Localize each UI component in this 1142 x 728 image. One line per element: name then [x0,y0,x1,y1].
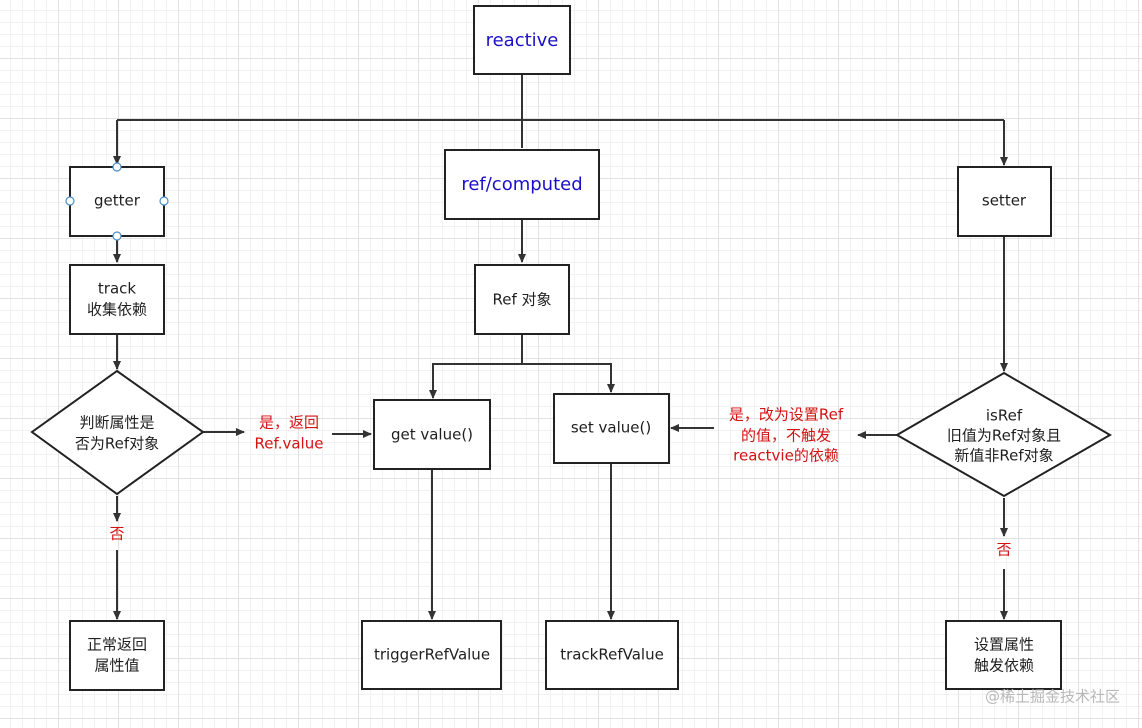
node-get-value: get value() [373,399,491,470]
label-no-left: 否 [109,525,124,543]
connection-handle-top[interactable] [112,162,122,172]
node-set-prop-line-2: 触发依赖 [974,657,1034,675]
node-normal-return: 正常返回 属性值 [69,620,165,691]
label-yes-return-line-2: Ref.value [255,435,324,453]
node-is-ref: isRef 旧值为Ref对象且 新值非Ref对象 [894,371,1112,498]
node-set-value: set value() [553,393,670,464]
arrow-to-set-value [522,363,615,393]
node-judge-line-1: 判断属性是 [79,414,154,432]
label-yes-set-line-2: 的值，不触发 [741,427,831,445]
node-track-ref-value-label: trackRefValue [560,646,664,664]
connection-handle-right[interactable] [159,196,169,206]
label-yes-set-line-3: reactvie的依赖 [733,447,839,465]
label-yes-return-line-1: 是，返回 [259,414,319,432]
node-track: track 收集依赖 [69,264,165,335]
node-set-value-label: set value() [571,419,651,437]
node-normal-return-line-1: 正常返回 [87,636,147,654]
node-getter-label: getter [94,192,141,210]
node-is-ref-line-2: 旧值为Ref对象且 [947,427,1061,445]
node-reactive-label: reactive [486,30,559,51]
label-no-right: 否 [996,541,1011,559]
node-track-line-1: track [98,280,136,298]
node-setter: setter [957,166,1052,237]
label-yes-return: 是，返回 Ref.value [255,414,324,453]
node-setter-label: setter [982,192,1027,210]
label-yes-set-line-1: 是，改为设置Ref [729,406,844,424]
connection-handle-bottom[interactable] [112,231,122,241]
node-reactive: reactive [473,5,571,75]
arrow-to-get-value [429,363,522,399]
node-judge: 判断属性是 否为Ref对象 [30,369,205,496]
node-get-value-label: get value() [391,426,473,444]
node-ref-computed-label: ref/computed [461,174,582,195]
node-judge-line-2: 否为Ref对象 [75,435,159,453]
label-yes-set: 是，改为设置Ref 的值，不触发 reactvie的依赖 [729,406,844,465]
node-is-ref-line-3: 新值非Ref对象 [954,447,1053,465]
node-ref-computed: ref/computed [444,149,600,220]
node-trigger-ref-value-label: triggerRefValue [374,646,490,664]
node-track-ref-value: trackRefValue [545,620,679,690]
connection-handle-left[interactable] [65,196,75,206]
node-set-prop: 设置属性 触发依赖 [945,620,1062,690]
node-ref-object: Ref 对象 [474,264,570,335]
node-set-prop-line-1: 设置属性 [974,636,1034,654]
node-normal-return-line-2: 属性值 [94,657,139,675]
node-track-line-2: 收集依赖 [87,301,147,319]
watermark: @稀土掘金技术社区 [985,688,1120,706]
node-getter: getter [65,162,169,241]
node-is-ref-line-1: isRef [986,407,1023,425]
node-ref-object-label: Ref 对象 [492,291,551,309]
node-trigger-ref-value: triggerRefValue [361,620,502,690]
